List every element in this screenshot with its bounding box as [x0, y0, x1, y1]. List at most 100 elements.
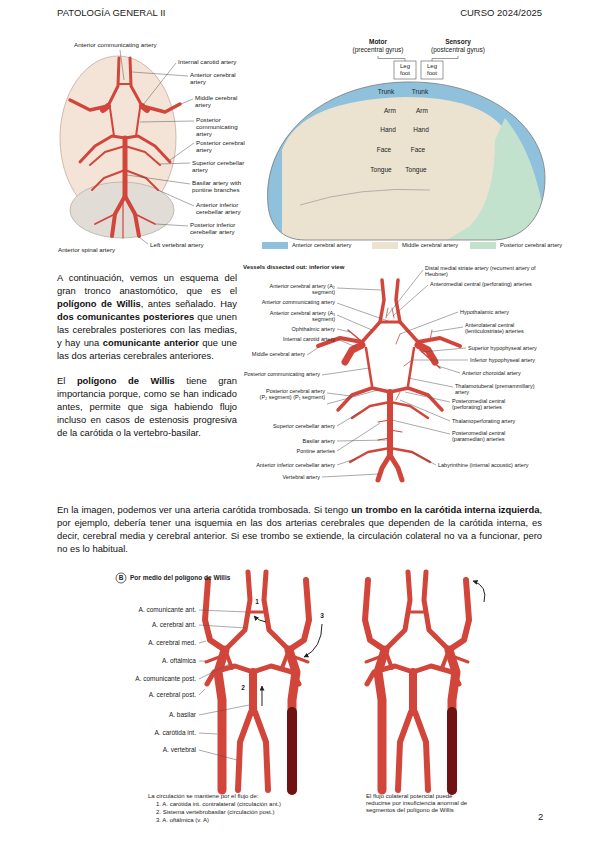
figure-label: Arm	[376, 107, 404, 114]
paragraph-text: comunicante anterior	[103, 337, 199, 348]
figure-label: Superior hypophyseal artery	[468, 345, 544, 351]
drawing-part	[390, 448, 430, 462]
drawing-part	[350, 448, 390, 462]
drawing-part	[199, 733, 217, 734]
drawing-part	[438, 366, 460, 373]
figure-label: Pontine arteries	[275, 448, 335, 454]
drawing-part	[390, 430, 402, 432]
drawing-part	[392, 420, 450, 434]
header-text: PATOLOGÍA GENERAL II	[57, 8, 165, 19]
drawing-part	[199, 641, 206, 643]
drawing-part	[249, 611, 265, 614]
figure-label: A. carótida int.	[111, 729, 196, 736]
drawing-part	[199, 664, 229, 679]
figure-label: Basilar artery with pontine branches	[192, 179, 244, 193]
drawing-part	[337, 315, 372, 330]
drawing-part	[254, 616, 266, 622]
figure-label: Thalamotuberal (premammillary) artery	[455, 383, 543, 396]
drawing-part	[70, 100, 108, 110]
drawing-part	[289, 580, 309, 650]
drawing-part	[352, 402, 390, 418]
drawing-part	[337, 339, 356, 347]
figure-label: Leg foot	[395, 63, 415, 77]
drawing-part	[378, 420, 390, 422]
paragraph-text: En la imagen, podemos ver una arteria ca…	[57, 504, 351, 515]
vessel-tree-copy	[365, 572, 469, 790]
paragraph-text: polígono de Willis	[77, 375, 175, 386]
drawing-part	[132, 72, 188, 76]
drawing-part	[125, 146, 160, 165]
paragraph-text: , antes señalado. Hay	[141, 298, 237, 309]
drawing-part	[473, 581, 485, 602]
drawing-part	[95, 214, 115, 224]
flow-arrows	[254, 581, 485, 706]
drawing-part	[366, 348, 372, 386]
drawing-part	[408, 348, 414, 386]
drawing-part	[400, 322, 418, 342]
drawing-part	[432, 327, 463, 332]
drawing-part	[140, 121, 194, 122]
drawing-part	[345, 345, 362, 362]
figure-label: Anterior inferior cerebellar artery	[240, 462, 335, 468]
drawing-part	[136, 108, 140, 136]
drawing-part	[253, 666, 299, 684]
drawing-part	[327, 390, 378, 404]
drawing-part	[378, 438, 390, 440]
drawing-part	[118, 83, 131, 85]
drawing-part	[418, 345, 435, 362]
drawing-part	[405, 392, 450, 402]
drawing-part	[92, 170, 125, 190]
drawing-part	[255, 712, 268, 790]
figure-label: Middle cerebral artery	[240, 351, 305, 357]
figure-letter: B	[116, 574, 126, 581]
figure-label: A. cerebral post.	[111, 691, 196, 698]
paragraph: A continuación, vemos un esquema del gra…	[57, 271, 237, 362]
figure-label: Motor	[348, 38, 408, 45]
drawing-part	[127, 175, 190, 184]
figure-label: Leg foot	[422, 63, 442, 77]
figure-label: Thalamoperforating artery	[452, 418, 543, 424]
figure-label: (precentral gyrus)	[342, 46, 414, 53]
figure-label: Anterior cerebral artery	[190, 71, 246, 85]
drawing-part	[400, 312, 458, 334]
drawing-part	[181, 99, 193, 104]
paragraph: En la imagen, podemos ver una arteria ca…	[57, 503, 542, 555]
drawing-part	[421, 348, 466, 352]
drawing-part	[387, 270, 423, 316]
territory-map	[260, 78, 550, 244]
brain-inferior-figure	[60, 50, 194, 244]
figure-label: A. basilar	[111, 711, 196, 718]
figure-label: Tongue	[366, 166, 396, 173]
caption-text: El flujo colateral potencial puede reduc…	[366, 793, 478, 814]
header-text: CURSO 2024/2025	[422, 8, 542, 19]
caption-text: La circulación se mantiene por el flujo …	[148, 793, 258, 800]
figure-label: Anteromedial central (perforating) arter…	[430, 281, 543, 287]
drawing-part	[205, 580, 225, 650]
figure-label: Anterior communicating artery	[245, 299, 335, 305]
leader-lines	[120, 50, 194, 244]
drawing-part	[380, 280, 384, 322]
legend-swatch	[372, 242, 398, 249]
figure-label: Internal carotid artery	[255, 336, 335, 342]
drawing-part	[378, 455, 390, 480]
drawing-part	[387, 392, 393, 455]
figure-label: A. cerebral med.	[111, 639, 196, 646]
leg-box	[421, 61, 443, 79]
figure-label: A. vertebral	[111, 746, 196, 753]
drawing-part	[199, 610, 247, 612]
drawing-part	[207, 666, 253, 684]
figure-label: Hand	[374, 126, 402, 133]
figure-label: Anterior inferior cerebellar artery	[196, 201, 248, 215]
middle-territory	[282, 97, 505, 244]
drawing-part	[362, 322, 380, 342]
legend-text: Anterior cerebral artery	[292, 242, 351, 248]
figure-label: Arm	[408, 107, 436, 114]
figure-label: (postcentral gyrus)	[422, 46, 494, 53]
legend-swatch	[470, 242, 496, 249]
drawing-part	[393, 285, 428, 316]
drawing-part	[125, 170, 158, 190]
drawing-part	[287, 712, 297, 790]
drawing-part	[322, 368, 369, 375]
drawing-part	[348, 330, 360, 340]
figure-label: Distal medial striate artery (recurrent …	[425, 265, 543, 278]
